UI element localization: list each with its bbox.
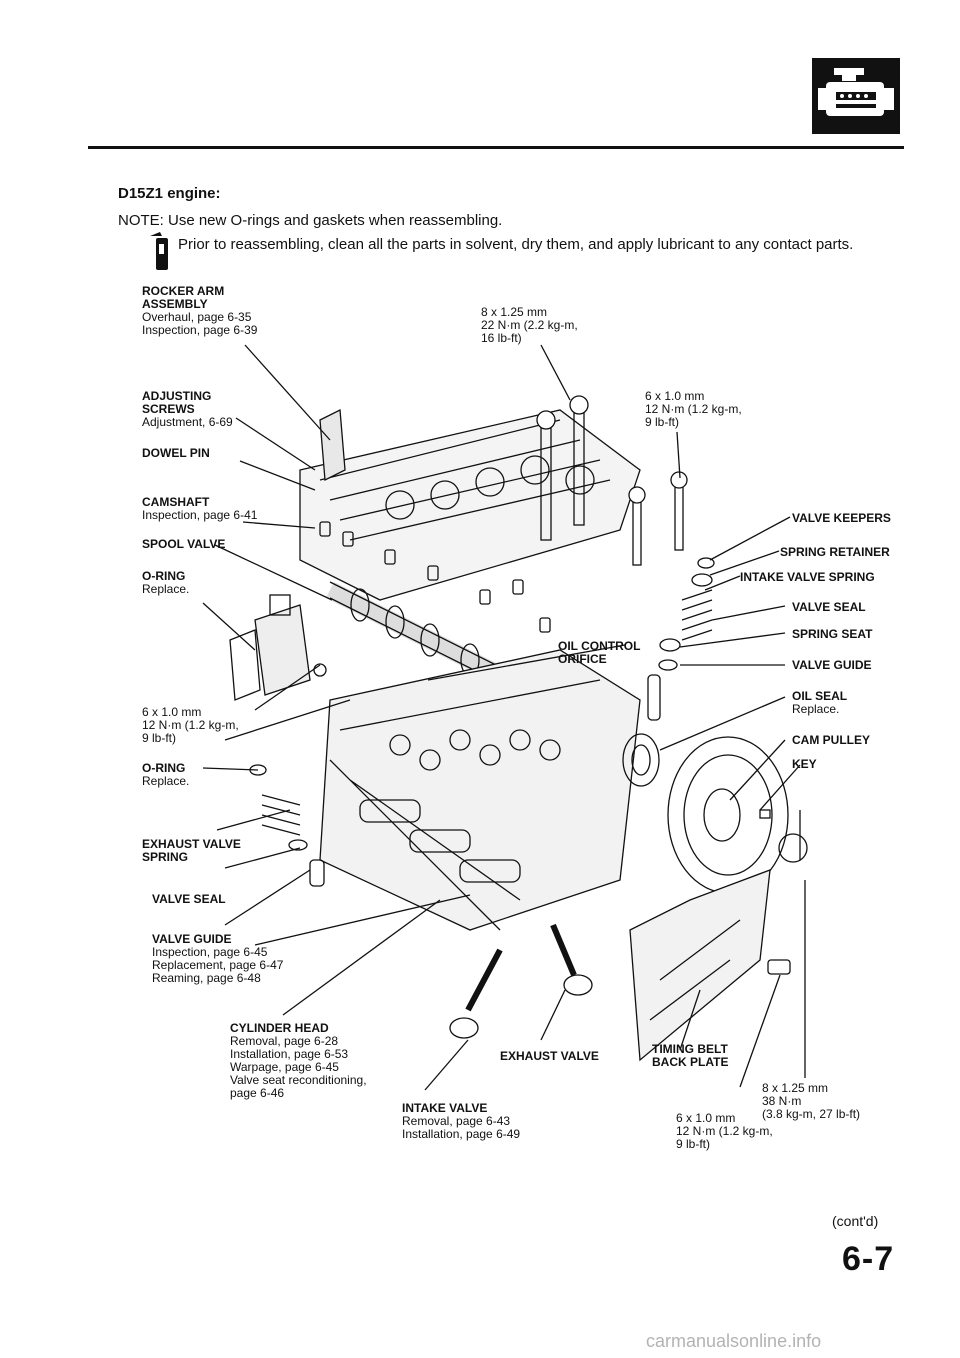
continued-label: (cont'd): [832, 1213, 879, 1229]
cam-pulley-drawing: [622, 733, 808, 894]
back-plate-drawing: [629, 869, 791, 1062]
oil-can-icon: [150, 232, 168, 270]
engine-icon: [812, 58, 900, 134]
cylinder-head-drawing: [319, 649, 641, 931]
leader-lines: [202, 344, 806, 1091]
dowel-pin-label: DOWEL PIN: [142, 446, 210, 460]
intake-valve-spring-label: INTAKE VALVE SPRING: [740, 570, 875, 584]
spring-retainer-label: SPRING RETAINER: [780, 545, 890, 559]
valve-parts-right-drawing: [647, 557, 715, 721]
valve-parts-left-drawing: [249, 764, 325, 887]
page-heading: D15Z1 engine:: [118, 185, 221, 202]
valve-seal-right-label: VALVE SEAL: [792, 600, 866, 614]
dowel-pins-drawing: [319, 521, 551, 633]
header-rule: [88, 146, 904, 149]
spring-seat-label: SPRING SEAT: [792, 627, 873, 641]
spool-valve-drawing: [229, 594, 327, 701]
note-line-2: Prior to reassembling, clean all the par…: [178, 236, 854, 253]
note-line-1: NOTE: Use new O-rings and gaskets when r…: [118, 212, 503, 229]
page-number: 6-7: [842, 1240, 895, 1278]
exhaust-valve-label: EXHAUST VALVE: [500, 1049, 599, 1063]
valve-keepers-label: VALVE KEEPERS: [792, 511, 891, 525]
watermark: carmanualsonline.info: [646, 1331, 822, 1351]
rocker-arm-assembly-drawing: [299, 408, 641, 601]
valve-guide-right-label: VALVE GUIDE: [792, 658, 872, 672]
cam-pulley-label: CAM PULLEY: [792, 733, 870, 747]
key-label: KEY: [792, 757, 817, 771]
rocker-bolts-drawing: [536, 395, 688, 566]
valve-seal-left-label: VALVE SEAL: [152, 892, 226, 906]
spool-valve-label: SPOOL VALVE: [142, 537, 226, 551]
valves-drawing: [449, 923, 593, 1039]
